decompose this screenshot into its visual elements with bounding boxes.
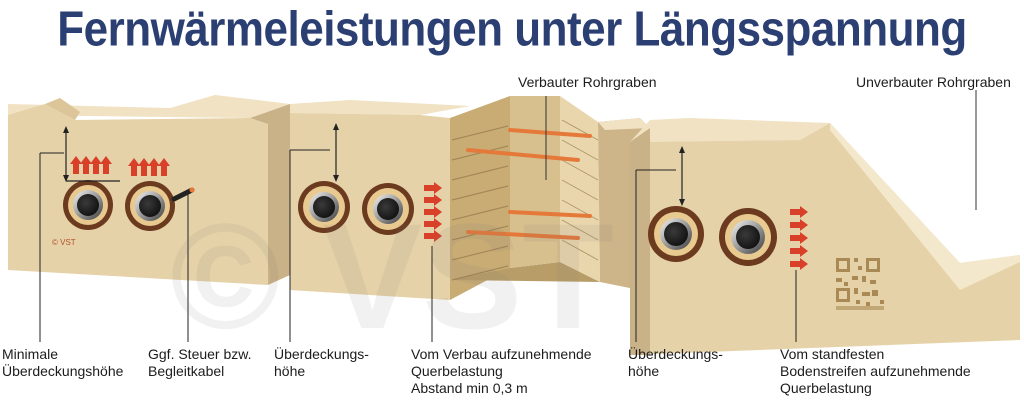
- soil-block-right: [630, 90, 1020, 355]
- leader-lines: [39, 149, 797, 342]
- strut-lower: [466, 210, 592, 240]
- pipe-supply-left: [63, 180, 113, 230]
- pipe-return-left: [125, 181, 175, 231]
- pipe-supply-right: [648, 206, 704, 262]
- label-control-cable: Ggf. Steuer bzw. Begleitkabel: [148, 346, 252, 379]
- strut-upper: [466, 128, 592, 162]
- label-unshored-trench: Unverbauter Rohrgraben: [856, 74, 1011, 90]
- control-cable: [171, 187, 195, 202]
- label-cover-height-2: Überdeckungs- höhe: [628, 346, 723, 379]
- label-soil-strip-load: Vom standfesten Bodenstreifen aufzunehme…: [780, 346, 971, 396]
- qr-code: [836, 258, 884, 310]
- copyright-mark: © VST: [52, 238, 76, 247]
- label-min-cover: Minimale Überdeckungshöhe: [2, 346, 124, 379]
- pipe-supply-middle: [298, 181, 350, 233]
- label-shored-trench: Verbauter Rohrgraben: [518, 74, 657, 90]
- cover-height-marker-right: [679, 146, 685, 206]
- pipe-return-right: [719, 208, 777, 266]
- label-shoring-load: Vom Verbau aufzunehmende Querbelastung A…: [411, 346, 592, 396]
- pipe-return-middle: [362, 183, 414, 235]
- cover-height-marker-middle: [333, 123, 339, 182]
- cover-height-marker-left: [63, 126, 120, 182]
- watermark: © VST: [170, 192, 614, 360]
- label-cover-height-1: Überdeckungs- höhe: [274, 346, 369, 379]
- page-title: Fernwärmeleistungen unter Längsspannung: [57, 2, 967, 57]
